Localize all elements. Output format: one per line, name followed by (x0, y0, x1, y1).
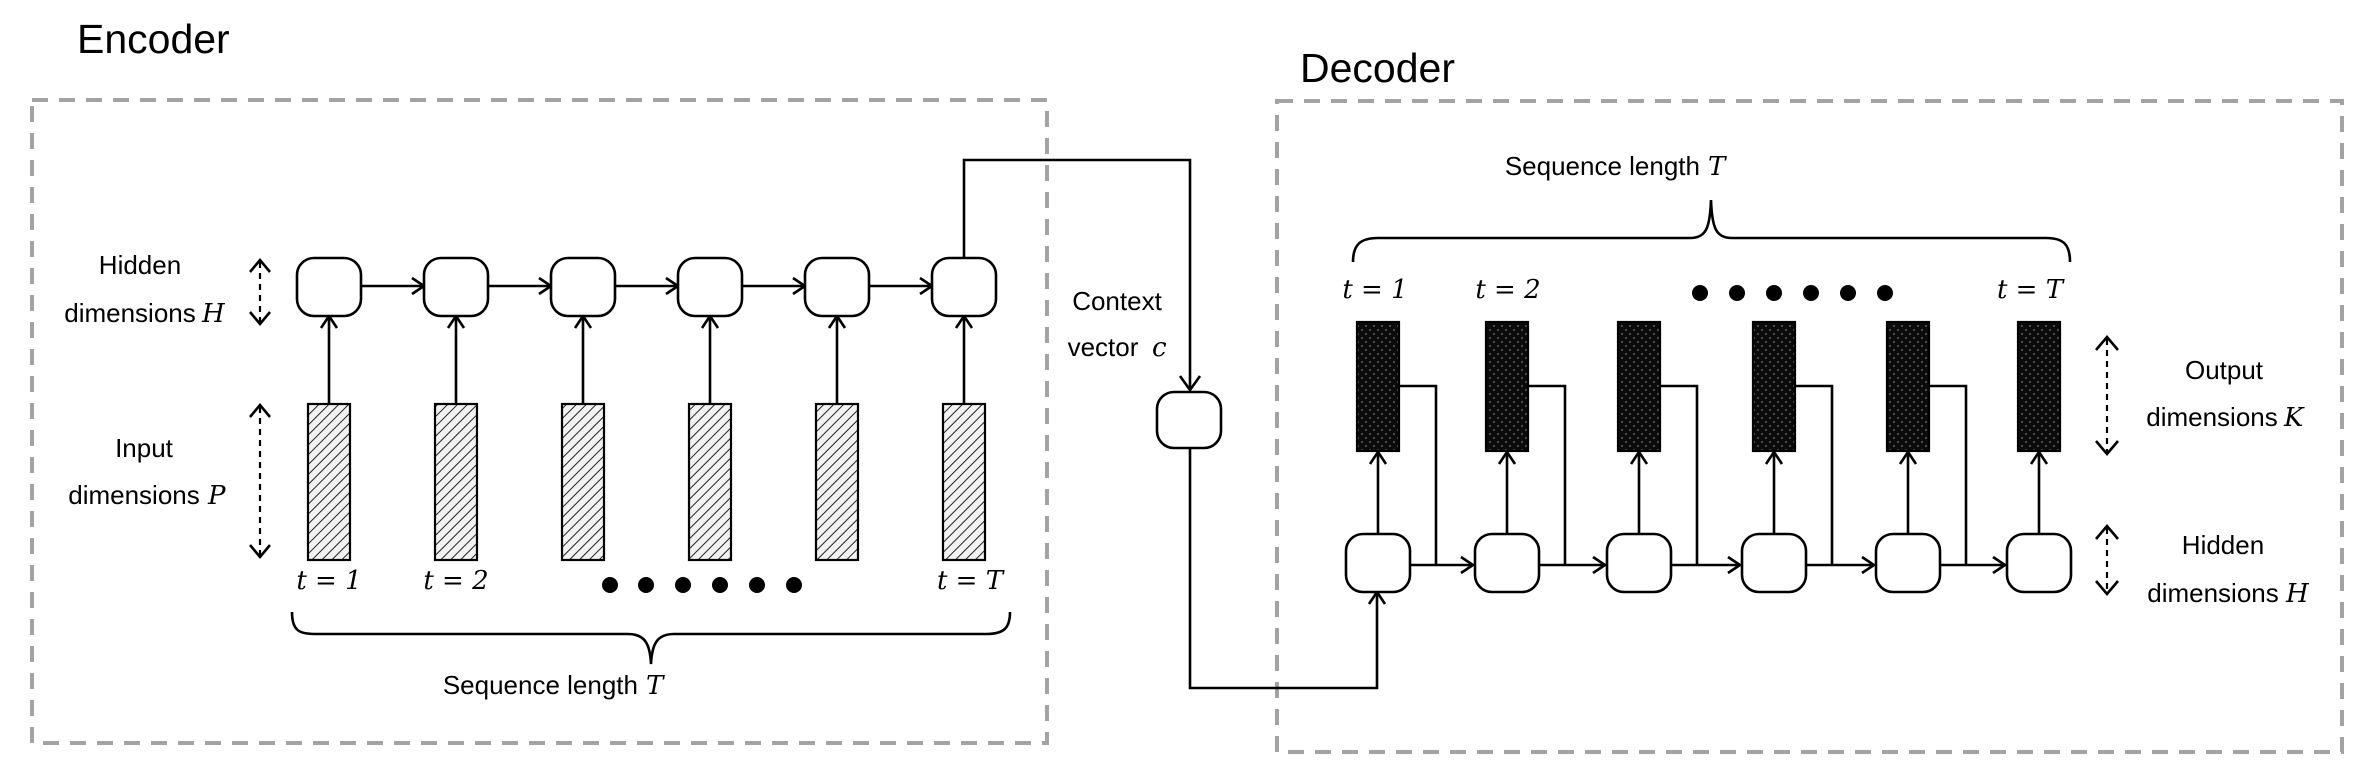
encoder-hidden-label-line2: dimensions (64, 298, 196, 328)
decoder-output-bars (1355, 320, 2062, 453)
encoder-cell (676, 256, 744, 318)
decoder-hidden-cells (1344, 532, 2073, 594)
context-vector-cell (1155, 390, 1223, 450)
decoder-hidden-symbol: H (2285, 579, 2310, 609)
decoder-sequence-brace (1351, 199, 2072, 263)
input-bar (306, 402, 352, 562)
encoder-cell (930, 256, 998, 318)
decoder-cell (1344, 532, 1412, 594)
decoder-output-dimension-label: Output dimensions K (2146, 355, 2305, 433)
input-bar (687, 402, 733, 562)
context-symbol: c (1152, 333, 1167, 363)
context-label-line1: Context (1072, 286, 1162, 316)
decoder-cell (1740, 532, 1808, 594)
encoder-input-arrows (319, 313, 974, 404)
decoder-cell (2005, 532, 2073, 594)
encoder-hidden-dimension-label: Hidden dimensions H (64, 250, 226, 329)
encoder-sequence-text: Sequence length (443, 670, 638, 700)
output-bar (1751, 320, 1797, 453)
input-bar (433, 402, 479, 562)
context-to-decoder-line (1188, 448, 1379, 690)
output-bar (1484, 320, 1530, 453)
input-bar (941, 402, 987, 562)
encoder-input-symbol: P (207, 481, 226, 511)
decoder-sequence-text: Sequence length (1505, 151, 1700, 181)
input-bar (814, 402, 860, 562)
decoder-ellipsis (1692, 285, 1893, 301)
encoder-time-label-second: t = 2 (423, 566, 488, 596)
encoder-time-label-last: t = T (937, 566, 1005, 596)
decoder-output-label-line2: dimensions (2146, 402, 2278, 432)
encoder-sequence-label: Sequence length T (443, 670, 665, 701)
encoder-input-dimension-arrow (249, 402, 271, 560)
decoder-output-arrows (1368, 449, 2049, 534)
decoder-output-symbol: K (2283, 403, 2305, 433)
encoder-sequence-symbol: T (646, 671, 665, 701)
context-label-line2: vector (1068, 332, 1139, 362)
decoder-feedback-arrows (1399, 384, 2008, 575)
encoder-input-dimension-label: Input dimensions P (68, 433, 226, 511)
encoder-ellipsis (602, 577, 802, 593)
decoder-hidden-dimension-arrow (2095, 523, 2119, 597)
decoder-hidden-dimension-label: Hidden dimensions H (2147, 530, 2310, 609)
decoder-output-dimension-arrow (2095, 334, 2119, 457)
decoder-title: Decoder (1300, 45, 1455, 91)
decoder-time-label-last: t = T (1997, 275, 2065, 305)
decoder-cell (1605, 532, 1673, 594)
encoder-hidden-label-line1: Hidden (99, 250, 181, 280)
decoder-time-label-second: t = 2 (1475, 275, 1540, 305)
output-bar (2016, 320, 2062, 453)
decoder-frame (1275, 99, 2344, 754)
output-bar (1885, 320, 1931, 453)
encoder-hidden-dimension-arrow (249, 257, 271, 327)
decoder-output-label-line1: Output (2185, 355, 2264, 385)
encoder-time-label-first: t = 1 (296, 566, 361, 596)
encoder-hidden-cells (295, 256, 998, 318)
encoder-input-bars (306, 402, 987, 562)
decoder-hidden-label-line2: dimensions (2147, 578, 2279, 608)
encoder-to-context-line (962, 158, 1192, 388)
encoder-input-label-line1: Input (115, 433, 174, 463)
decoder-cell (1874, 532, 1942, 594)
encoder-input-label-line2: dimensions (68, 480, 200, 510)
encoder-title: Encoder (77, 16, 230, 62)
decoder-cell (1473, 532, 1541, 594)
decoder-sequence-symbol: T (1708, 152, 1727, 182)
encoder-frame (30, 98, 1049, 745)
encoder-cell (295, 256, 363, 318)
decoder-sequence-label: Sequence length T (1505, 151, 1727, 182)
decoder-hidden-label-line1: Hidden (2182, 530, 2264, 560)
encoder-sequence-brace (290, 611, 1012, 665)
output-bar (1355, 320, 1401, 453)
encoder-cell (803, 256, 871, 318)
encoder-cell (549, 256, 617, 318)
encoder-hidden-symbol: H (201, 299, 226, 329)
encoder-cell (422, 256, 490, 318)
input-bar (560, 402, 606, 562)
output-bar (1616, 320, 1662, 453)
context-vector-label: Context vector c (1068, 286, 1167, 363)
decoder-time-label-first: t = 1 (1342, 275, 1407, 305)
